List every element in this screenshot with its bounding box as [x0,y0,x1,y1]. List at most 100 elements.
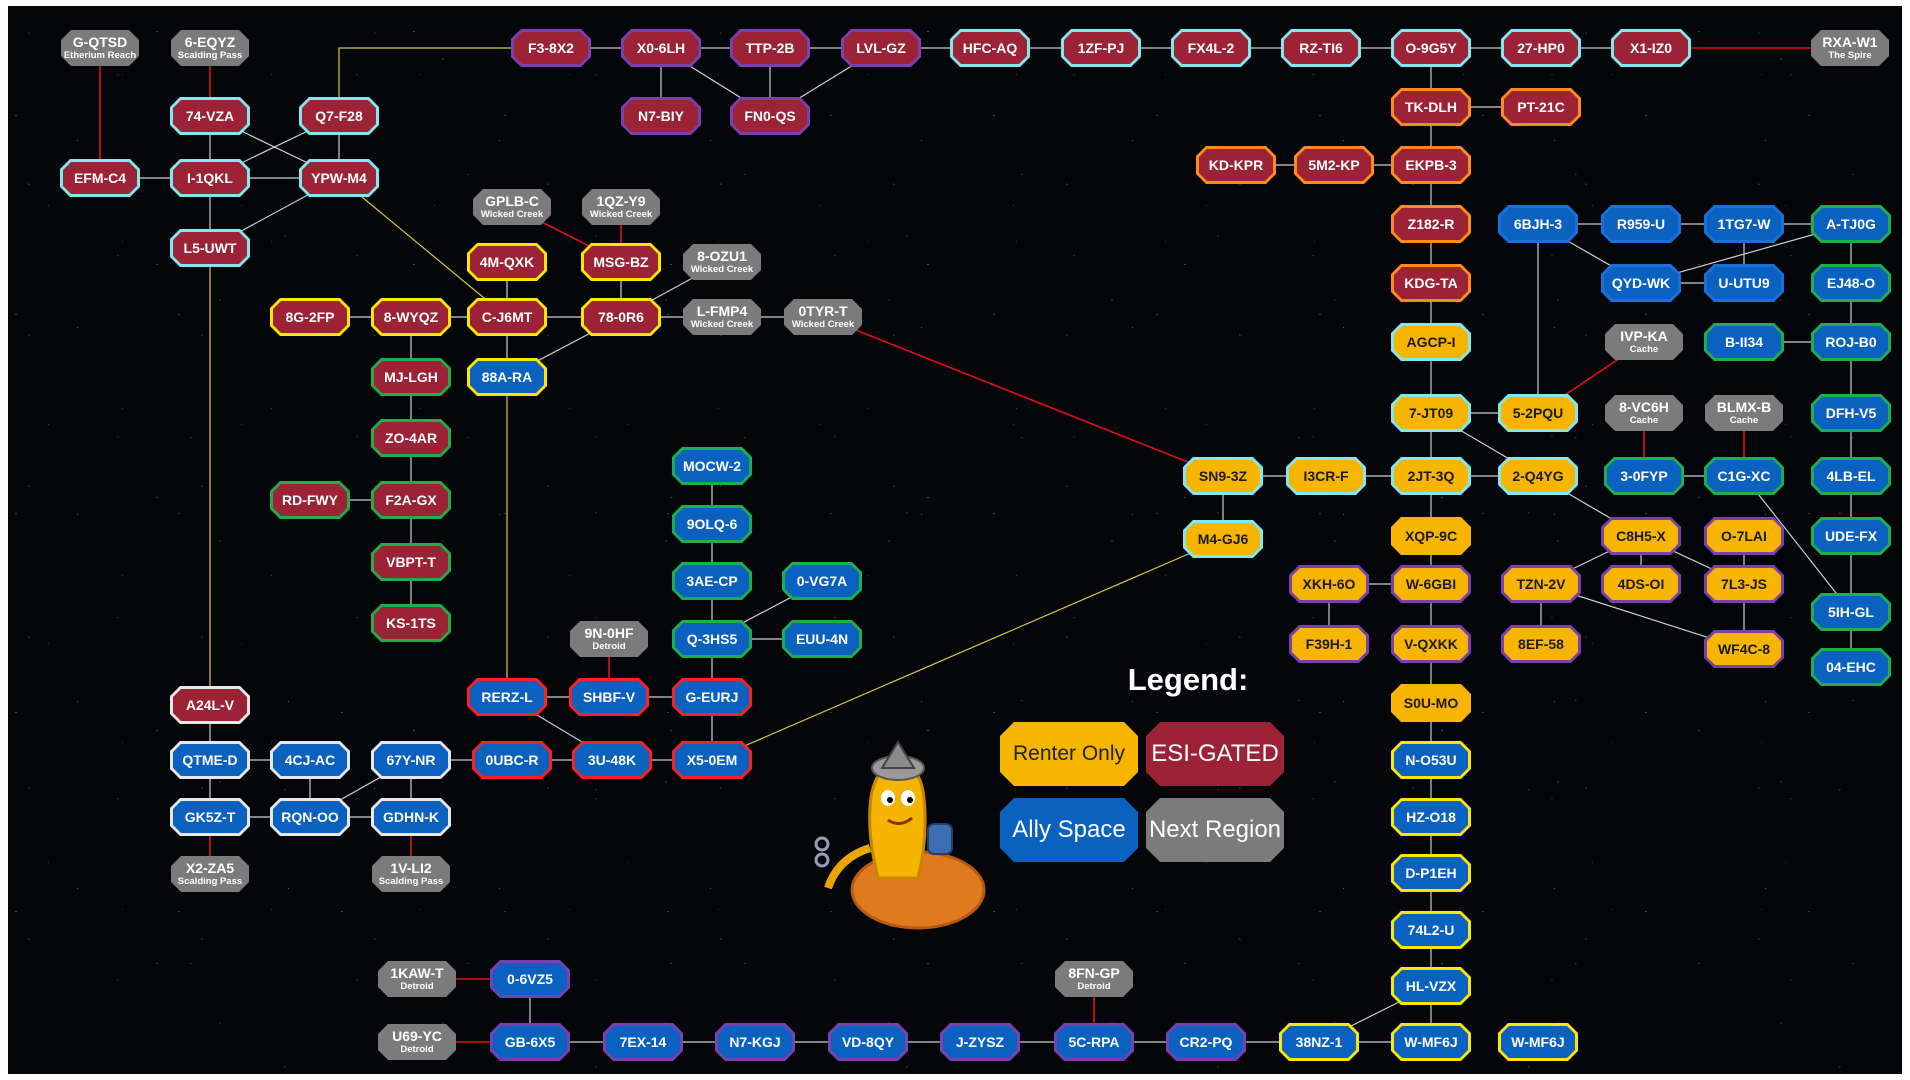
system-gb-6x5[interactable]: GB-6X5 [490,1023,570,1061]
system-efm-c4[interactable]: EFM-C4 [60,159,140,197]
system-ypw-m4[interactable]: YPW-M4 [299,159,379,197]
system-5ih-gl[interactable]: 5IH-GL [1811,593,1891,631]
system-z182-r[interactable]: Z182-R [1391,205,1471,243]
system-4lb-el[interactable]: 4LB-EL [1811,457,1891,495]
system-9olq-6[interactable]: 9OLQ-6 [672,505,752,543]
system-38nz-1[interactable]: 38NZ-1 [1279,1023,1359,1061]
system-5c-rpa[interactable]: 5C-RPA [1054,1023,1134,1061]
system-tk-dlh[interactable]: TK-DLH [1391,88,1471,126]
system-8g-2fp[interactable]: 8G-2FP [270,298,350,336]
system-n7-kgj[interactable]: N7-KGJ [715,1023,795,1061]
system-5-2pqu[interactable]: 5-2PQU [1498,394,1578,432]
system-rqn-oo[interactable]: RQN-OO [270,798,350,836]
system-hz-o18[interactable]: HZ-O18 [1391,798,1471,836]
system-67y-nr[interactable]: 67Y-NR [371,741,451,779]
system-kd-kpr[interactable]: KD-KPR [1196,146,1276,184]
system-qyd-wk[interactable]: QYD-WK [1601,264,1681,302]
system-1tg7-w[interactable]: 1TG7-W [1704,205,1784,243]
system-0-vg7a[interactable]: 0-VG7A [782,562,862,600]
system-hfc-aq[interactable]: HFC-AQ [950,29,1030,67]
system-n7-biy[interactable]: N7-BIY [621,97,701,135]
system-i-1qkl[interactable]: I-1QKL [170,159,250,197]
system-8ef-58[interactable]: 8EF-58 [1501,625,1581,663]
system-dfh-v5[interactable]: DFH-V5 [1811,394,1891,432]
system-gdhn-k[interactable]: GDHN-K [371,798,451,836]
system-4m-qxk[interactable]: 4M-QXK [467,243,547,281]
system-ekpb-3[interactable]: EKPB-3 [1391,146,1471,184]
system-a24l-v[interactable]: A24L-V [170,686,250,724]
system-c8h5-x[interactable]: C8H5-X [1601,517,1681,555]
system-i3cr-f[interactable]: I3CR-F [1286,457,1366,495]
system-5m2-kp[interactable]: 5M2-KP [1294,146,1374,184]
system-74l2-u[interactable]: 74L2-U [1391,911,1471,949]
system-04-ehc[interactable]: 04-EHC [1811,648,1891,686]
system-wf4c-8[interactable]: WF4C-8 [1704,630,1784,668]
system-xqp-9c[interactable]: XQP-9C [1391,517,1471,555]
system-cr2-pq[interactable]: CR2-PQ [1166,1023,1246,1061]
system-g-eurj[interactable]: G-EURJ [672,678,752,716]
system-gk5z-t[interactable]: GK5Z-T [170,798,250,836]
system-1zf-pj[interactable]: 1ZF-PJ [1061,29,1141,67]
system-78-0r6[interactable]: 78-0R6 [581,298,661,336]
system-88a-ra[interactable]: 88A-RA [467,358,547,396]
system-mocw-2[interactable]: MOCW-2 [672,447,752,485]
system-lvl-gz[interactable]: LVL-GZ [841,29,921,67]
system-u-utu9[interactable]: U-UTU9 [1704,264,1784,302]
system-x0-6lh[interactable]: X0-6LH [621,29,701,67]
system-w-mf6j[interactable]: W-MF6J [1498,1023,1578,1061]
system-r959-u[interactable]: R959-U [1601,205,1681,243]
system-kdg-ta[interactable]: KDG-TA [1391,264,1471,302]
system-d-p1eh[interactable]: D-P1EH [1391,854,1471,892]
system-74-vza[interactable]: 74-VZA [170,97,250,135]
system-27-hp0[interactable]: 27-HP0 [1501,29,1581,67]
system-2jt-3q[interactable]: 2JT-3Q [1391,457,1471,495]
system-4cj-ac[interactable]: 4CJ-AC [270,741,350,779]
system-vbpt-t[interactable]: VBPT-T [371,543,451,581]
system-2-q4yg[interactable]: 2-Q4YG [1498,457,1578,495]
system-rd-fwy[interactable]: RD-FWY [270,481,350,519]
system-b-ii34[interactable]: B-II34 [1704,323,1784,361]
system-0ubc-r[interactable]: 0UBC-R [472,741,552,779]
system-o-9g5y[interactable]: O-9G5Y [1391,29,1471,67]
system-7-jt09[interactable]: 7-JT09 [1391,394,1471,432]
system-euu-4n[interactable]: EUU-4N [782,620,862,658]
system-c-j6mt[interactable]: C-J6MT [467,298,547,336]
system-shbf-v[interactable]: SHBF-V [569,678,649,716]
system-m4-gj6[interactable]: M4-GJ6 [1183,520,1263,558]
system-4ds-oi[interactable]: 4DS-OI [1601,565,1681,603]
system-vd-8qy[interactable]: VD-8QY [828,1023,908,1061]
system-0-6vz5[interactable]: 0-6VZ5 [490,960,570,998]
system-n-o53u[interactable]: N-O53U [1391,741,1471,779]
system-agcp-i[interactable]: AGCP-I [1391,323,1471,361]
system-f39h-1[interactable]: F39H-1 [1289,625,1369,663]
system-3ae-cp[interactable]: 3AE-CP [672,562,752,600]
system-q-3hs5[interactable]: Q-3HS5 [672,620,752,658]
system-o-7lai[interactable]: O-7LAI [1704,517,1784,555]
system-x5-0em[interactable]: X5-0EM [672,741,752,779]
system-mj-lgh[interactable]: MJ-LGH [371,358,451,396]
system-sn9-3z[interactable]: SN9-3Z [1183,457,1263,495]
system-c1g-xc[interactable]: C1G-XC [1704,457,1784,495]
system-hl-vzx[interactable]: HL-VZX [1391,967,1471,1005]
system-rerz-l[interactable]: RERZ-L [467,678,547,716]
system-msg-bz[interactable]: MSG-BZ [581,243,661,281]
system-roj-b0[interactable]: ROJ-B0 [1811,323,1891,361]
system-rz-ti6[interactable]: RZ-TI6 [1281,29,1361,67]
system-v-qxkk[interactable]: V-QXKK [1391,625,1471,663]
system-a-tj0g[interactable]: A-TJ0G [1811,205,1891,243]
